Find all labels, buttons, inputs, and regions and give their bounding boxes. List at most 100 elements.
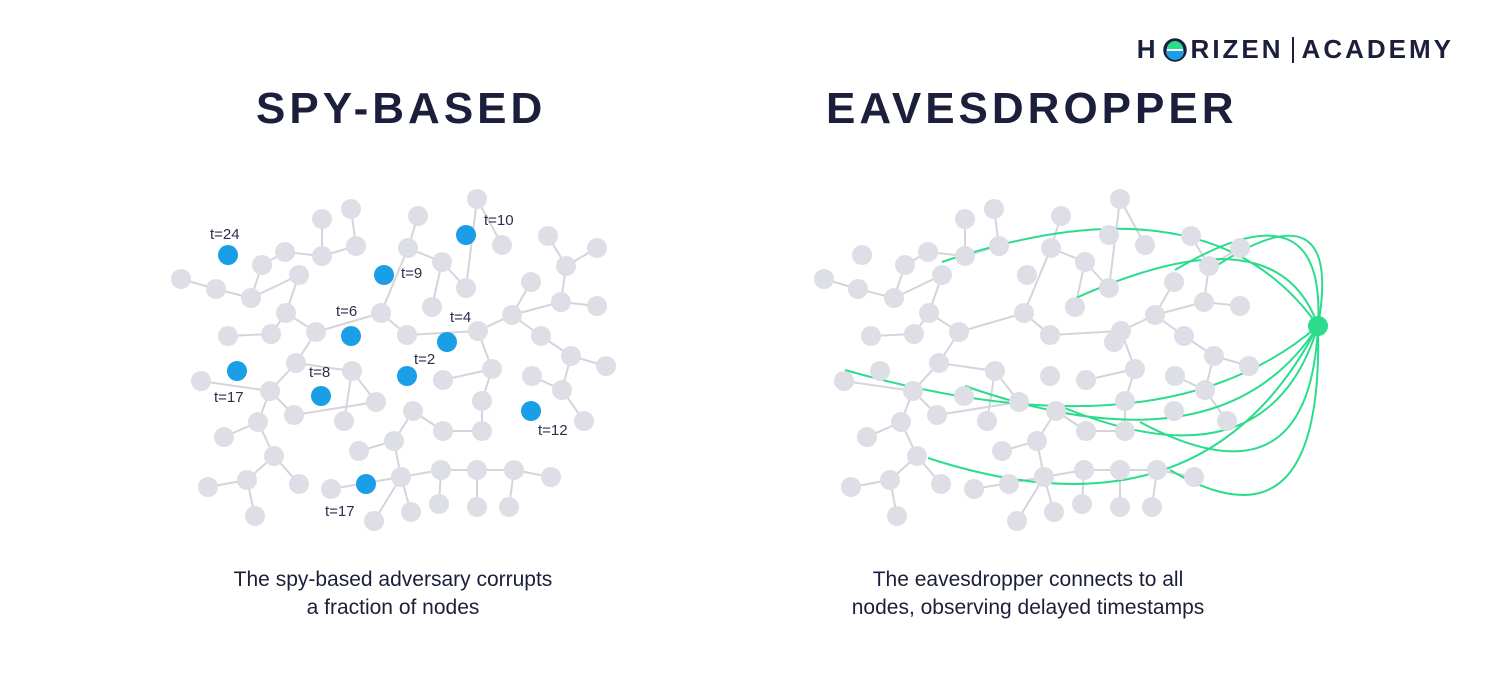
network-node [538, 226, 558, 246]
network-node [334, 411, 354, 431]
network-node [1217, 411, 1237, 431]
spy-node [341, 326, 361, 346]
network-node [502, 305, 522, 325]
spy-node [218, 245, 238, 265]
network-node [1046, 401, 1066, 421]
network-node [1027, 431, 1047, 451]
network-node [492, 235, 512, 255]
network-edge [843, 380, 914, 392]
network-node [468, 321, 488, 341]
network-node [587, 238, 607, 258]
network-node [401, 502, 421, 522]
network-node [482, 359, 502, 379]
network-node [306, 322, 326, 342]
horizen-o-icon [1162, 37, 1187, 62]
timestamp-label: t=10 [484, 212, 514, 229]
network-node [927, 405, 947, 425]
network-node [841, 477, 861, 497]
network-node [834, 371, 854, 391]
network-node [561, 346, 581, 366]
network-node [171, 269, 191, 289]
network-node [1204, 346, 1224, 366]
network-node [1009, 392, 1029, 412]
eavesdropper-link [1174, 234, 1320, 327]
timestamp-label: t=17 [325, 503, 355, 520]
spy-node [397, 366, 417, 386]
network-node [241, 288, 261, 308]
network-node [472, 391, 492, 411]
network-node [504, 460, 524, 480]
network-node [245, 506, 265, 526]
spy-node [374, 265, 394, 285]
timestamp-label: t=12 [538, 422, 568, 439]
network-node [1017, 265, 1037, 285]
eavesdropper-caption: The eavesdropper connects to all nodes, … [768, 566, 1288, 622]
spy-network-nodes [171, 189, 616, 531]
network-node [289, 474, 309, 494]
network-node [398, 238, 418, 258]
network-node [248, 412, 268, 432]
network-node [276, 303, 296, 323]
eavesdropper-heading: EAVESDROPPER [826, 84, 1238, 133]
network-node [587, 296, 607, 316]
network-node [919, 303, 939, 323]
network-edge [958, 312, 1025, 333]
spy-timestamp-labels: t=24 t=10 t=9 t=6 t=4 t=2 t=8 t=17 t=12 … [210, 212, 568, 520]
network-node [1230, 296, 1250, 316]
eavesdropper-node [1308, 316, 1328, 336]
network-node [429, 494, 449, 514]
network-node [1110, 460, 1130, 480]
timestamp-label: t=9 [401, 265, 422, 282]
network-node [346, 236, 366, 256]
network-node [907, 446, 927, 466]
network-node [1181, 226, 1201, 246]
horizen-academy-logo: H RIZEN ACADEMY [1137, 34, 1454, 65]
network-edge [406, 330, 479, 336]
network-node [467, 497, 487, 517]
network-edge [380, 247, 409, 314]
logo-divider [1291, 36, 1294, 63]
network-node [1104, 332, 1124, 352]
eavesdropper-link [1075, 258, 1319, 327]
network-node [342, 361, 362, 381]
network-node [312, 209, 332, 229]
eavesdropper-caption-line: nodes, observing delayed timestamps [851, 596, 1205, 619]
network-node [422, 297, 442, 317]
network-node [341, 199, 361, 219]
spy-node [311, 386, 331, 406]
spy-node [356, 474, 376, 494]
network-node [264, 446, 284, 466]
network-node [1199, 256, 1219, 276]
network-node [992, 441, 1012, 461]
network-node [1007, 511, 1027, 531]
spy-caption: The spy-based adversary corrupts a fract… [133, 566, 653, 622]
network-node [903, 381, 923, 401]
logo-word-rizen: RIZEN [1190, 34, 1284, 64]
network-node [861, 326, 881, 346]
network-node [556, 256, 576, 276]
network-node [312, 246, 332, 266]
network-node [955, 246, 975, 266]
spy-based-heading: SPY-BASED [256, 84, 547, 133]
eavesdropper-network-nodes [814, 189, 1259, 531]
network-node [1115, 421, 1135, 441]
network-node [1034, 467, 1054, 487]
eavesdropper-link [1139, 325, 1319, 453]
network-node [321, 479, 341, 499]
network-node [1014, 303, 1034, 323]
network-node [852, 245, 872, 265]
spy-node [227, 361, 247, 381]
network-node [1174, 326, 1194, 346]
spy-node [521, 401, 541, 421]
network-node [261, 324, 281, 344]
network-node [408, 206, 428, 226]
network-node [284, 405, 304, 425]
network-node [989, 236, 1009, 256]
network-node [364, 511, 384, 531]
network-node [1044, 502, 1064, 522]
network-node [366, 392, 386, 412]
network-node [433, 421, 453, 441]
logo-letter-h: H [1136, 34, 1159, 64]
network-node [964, 479, 984, 499]
network-node [551, 292, 571, 312]
